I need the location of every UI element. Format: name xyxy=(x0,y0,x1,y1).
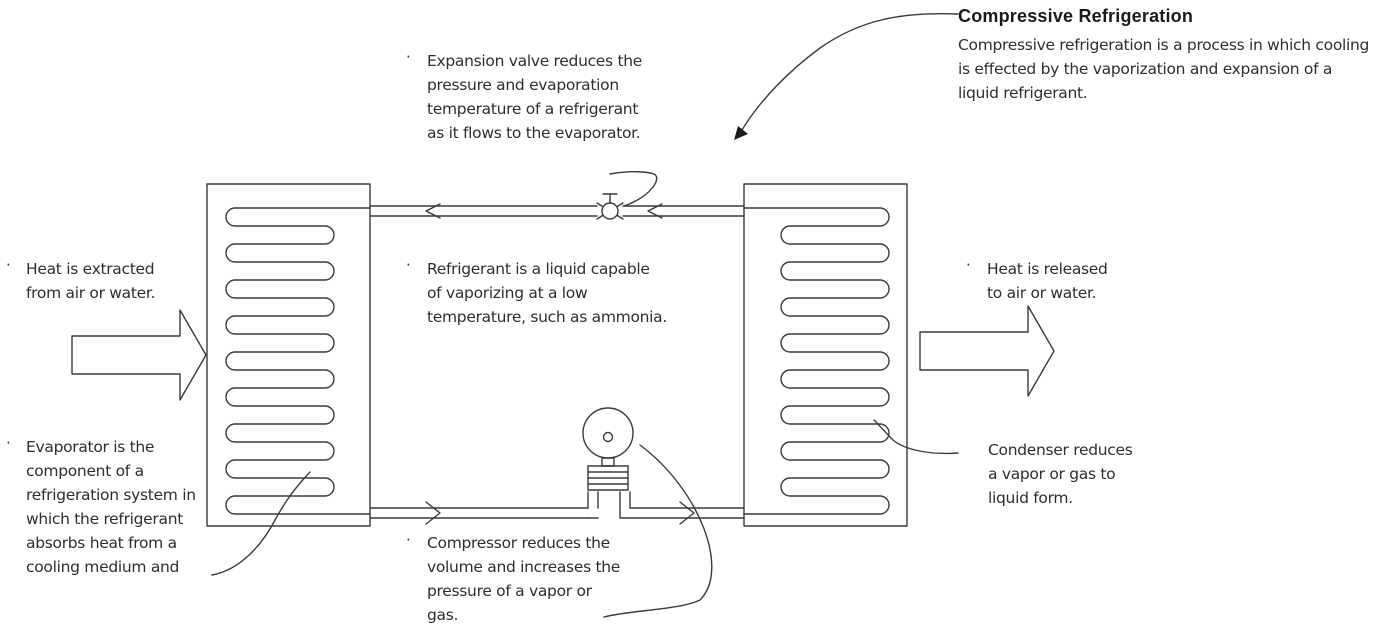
leader-compressor xyxy=(603,444,713,618)
leader-evaporator xyxy=(211,471,311,576)
leader-title-arrowhead xyxy=(734,126,748,140)
bullet-heat-extracted: · xyxy=(6,256,11,274)
annotation-compressor: Compressor reduces the volume and increa… xyxy=(427,534,621,624)
flow-arrow-bottom-left xyxy=(425,501,441,525)
bullet-compressor: · xyxy=(406,531,411,549)
condenser-box xyxy=(743,183,908,527)
condenser-coil xyxy=(743,207,890,515)
bottom-pipe xyxy=(369,491,745,519)
annotation-expansion-valve: Expansion valve reduces the pressure and… xyxy=(427,52,642,142)
flow-arrow-top-left xyxy=(425,203,441,219)
annotation-refrigerant: Refrigerant is a liquid capable of vapor… xyxy=(427,260,667,326)
evaporator-coil xyxy=(225,207,371,515)
leader-title xyxy=(741,13,959,131)
annotation-condenser: Condenser reduces a vapor or gas to liqu… xyxy=(988,441,1133,507)
heat-out-arrow xyxy=(919,305,1055,397)
expansion-valve xyxy=(596,193,624,220)
bullet-evaporator: · xyxy=(6,434,11,452)
annotation-heat-extracted: Heat is extracted from air or water. xyxy=(26,260,156,302)
top-pipe xyxy=(369,205,745,217)
annotation-heat-released: Heat is released to air or water. xyxy=(987,260,1108,302)
heat-in-arrow xyxy=(71,309,207,401)
leader-condenser xyxy=(873,419,959,455)
leader-expansion-valve xyxy=(609,171,658,207)
bullet-refrigerant: · xyxy=(406,256,411,274)
bullet-heat-released: · xyxy=(966,256,971,274)
flow-arrow-bottom-right xyxy=(679,501,695,525)
bullet-expansion-valve: · xyxy=(406,48,411,66)
flow-arrow-top-right xyxy=(647,203,663,219)
evaporator-box xyxy=(206,183,371,527)
title-description: Compressive refrigeration is a process i… xyxy=(958,36,1370,102)
compressor xyxy=(582,407,634,491)
page-title: Compressive Refrigeration xyxy=(958,6,1194,26)
annotation-evaporator: Evaporator is the component of a refrige… xyxy=(26,438,196,576)
